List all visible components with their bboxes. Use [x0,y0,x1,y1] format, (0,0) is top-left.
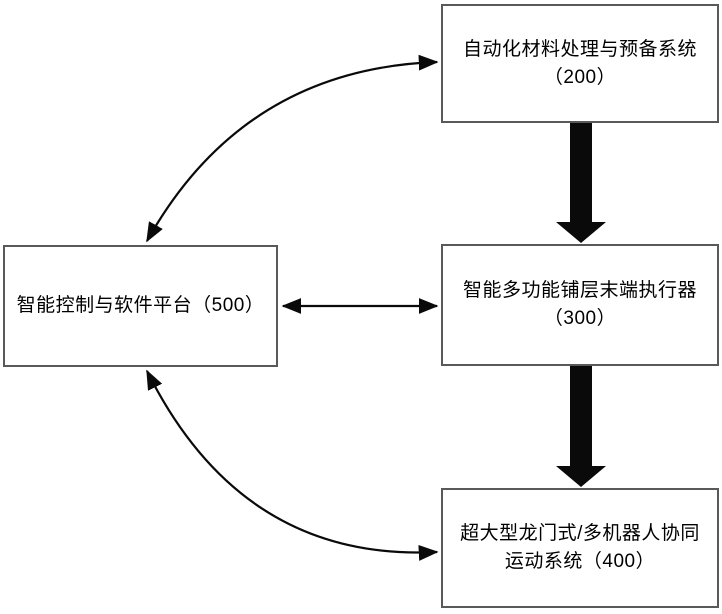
node-ref-number: （200） [543,66,617,88]
node-gantry-motion-system: 超大型龙门式/多机器人协同 运动系统（400） [441,488,719,608]
arrow-500-400 [146,369,439,561]
node-label: 智能多功能铺层末端执行器 [462,280,697,301]
node-label: 超大型龙门式/多机器人协同 [460,523,700,544]
node-label-line2: 运动系统（400） [504,551,656,572]
node-label: 自动化材料处理与预备系统 [462,38,697,60]
node-material-prep-system: 自动化材料处理与预备系统 （200） [441,4,719,123]
arrow-500-200 [146,54,439,243]
node-control-software-platform: 智能控制与软件平台（500） [3,245,278,367]
arrow-300-400 [556,366,606,487]
node-ref-number: （300） [543,308,617,329]
arrow-200-300 [556,123,606,243]
node-label: 智能控制与软件平台（500） [16,295,265,316]
node-layup-end-effector: 智能多功能铺层末端执行器 （300） [441,244,719,366]
